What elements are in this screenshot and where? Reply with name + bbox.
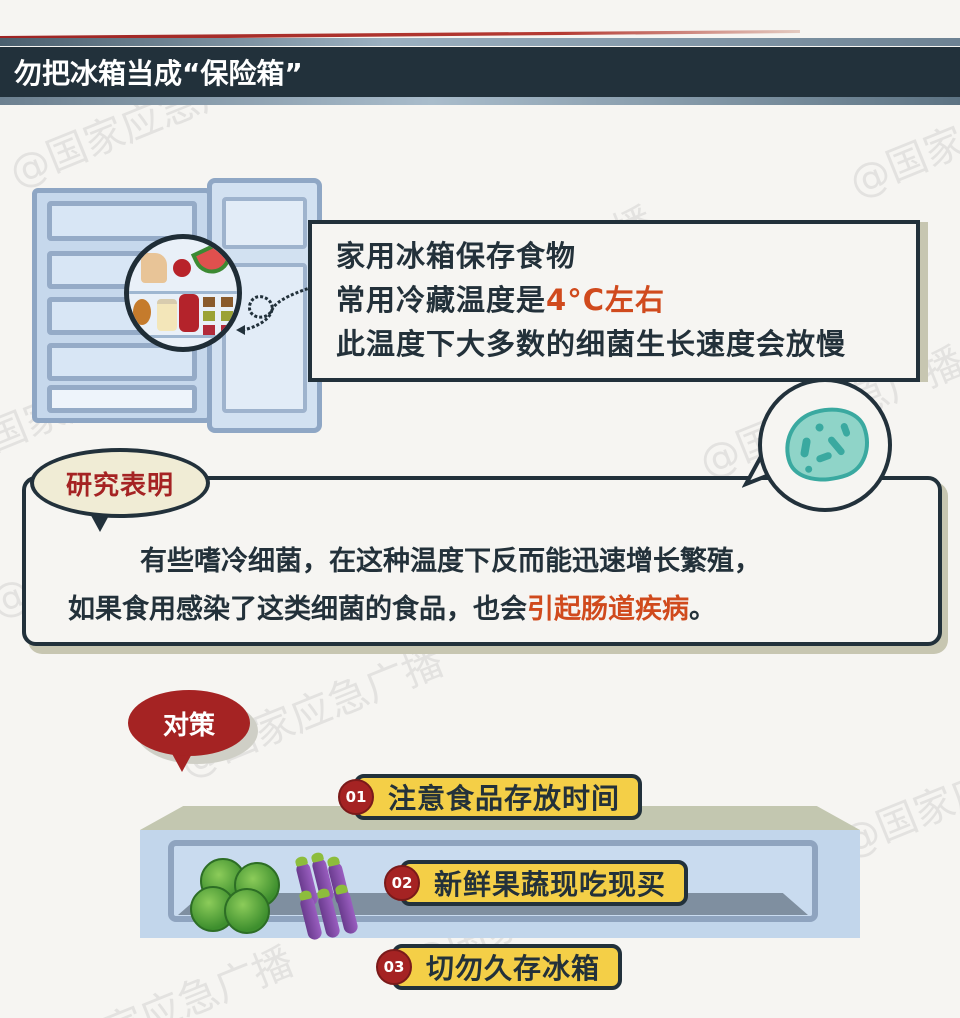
lens-shelf	[129, 335, 237, 338]
fridge-drawer	[47, 385, 197, 413]
bread-icon	[141, 253, 167, 283]
step-number-badge: 01	[338, 779, 374, 815]
magnifier-lens	[124, 234, 242, 352]
door-pane	[222, 197, 307, 249]
disease-highlight: 引起肠道疾病	[527, 594, 689, 625]
header-stripe-bottom	[0, 97, 960, 105]
header-banner	[0, 47, 960, 97]
can-icon	[203, 311, 215, 321]
can-icon	[203, 297, 215, 307]
header-red-stripe	[0, 30, 800, 40]
chicken-icon	[133, 299, 151, 325]
temperature-highlight: 4°C左右	[546, 283, 665, 317]
watermelon-icon	[224, 888, 270, 934]
research-tag: 研究表明	[30, 448, 210, 518]
step-number-badge: 02	[384, 865, 420, 901]
countermeasure-tag-label: 对策	[162, 710, 215, 741]
research-text: 有些嗜冷细菌，在这种温度下反而能迅速增长繁殖， 如果食用感染了这类细菌的食品，也…	[68, 538, 928, 634]
apple-icon	[173, 259, 191, 277]
fridge-temperature-info: 家用冰箱保存食物 常用冷藏温度是4°C左右 此温度下大多数的细菌生长速度会放慢	[308, 220, 920, 382]
research-line-2: 如果食用感染了这类细菌的食品，也会引起肠道疾病。	[68, 586, 928, 634]
step-1: 01 注意食品存放时间	[338, 774, 643, 820]
can-icon	[221, 311, 233, 321]
info-line-2: 常用冷藏温度是4°C左右	[336, 278, 916, 322]
bacteria-icon	[773, 395, 881, 495]
header-stripe-top	[0, 38, 960, 46]
research-line-2-text: 如果食用感染了这类细菌的食品，也会	[68, 594, 527, 625]
countermeasure-tag: 对策	[128, 690, 250, 756]
can-icon	[203, 325, 215, 335]
info-line-1: 家用冰箱保存食物	[336, 239, 577, 273]
step-label: 切勿久存冰箱	[392, 944, 623, 990]
pointer-dotted-line	[236, 282, 323, 335]
step-2: 02 新鲜果蔬现吃现买	[384, 860, 689, 906]
step-label: 注意食品存放时间	[354, 774, 643, 820]
ketchup-icon	[179, 294, 199, 332]
fridge-compartment	[47, 201, 197, 241]
watermark: @国家应急广播	[23, 938, 300, 1018]
research-line-2-suffix: 。	[689, 594, 716, 625]
mayo-jar-icon	[157, 299, 177, 331]
research-line-1: 有些嗜冷细菌，在这种温度下反而能迅速增长繁殖，	[140, 546, 761, 577]
step-label: 新鲜果蔬现吃现买	[400, 860, 689, 906]
can-icon	[221, 325, 233, 335]
can-icon	[221, 297, 233, 307]
research-tag-label: 研究表明	[65, 470, 174, 501]
info-line-3: 此温度下大多数的细菌生长速度会放慢	[336, 327, 847, 361]
step-number-badge: 03	[376, 949, 412, 985]
step-3: 03 切勿久存冰箱	[376, 944, 623, 990]
info-line-2-text: 常用冷藏温度是	[336, 283, 547, 317]
bacteria-bubble	[758, 378, 892, 512]
lens-shelf	[129, 291, 237, 294]
page-title: 勿把冰箱当成“保险箱”	[14, 57, 303, 90]
